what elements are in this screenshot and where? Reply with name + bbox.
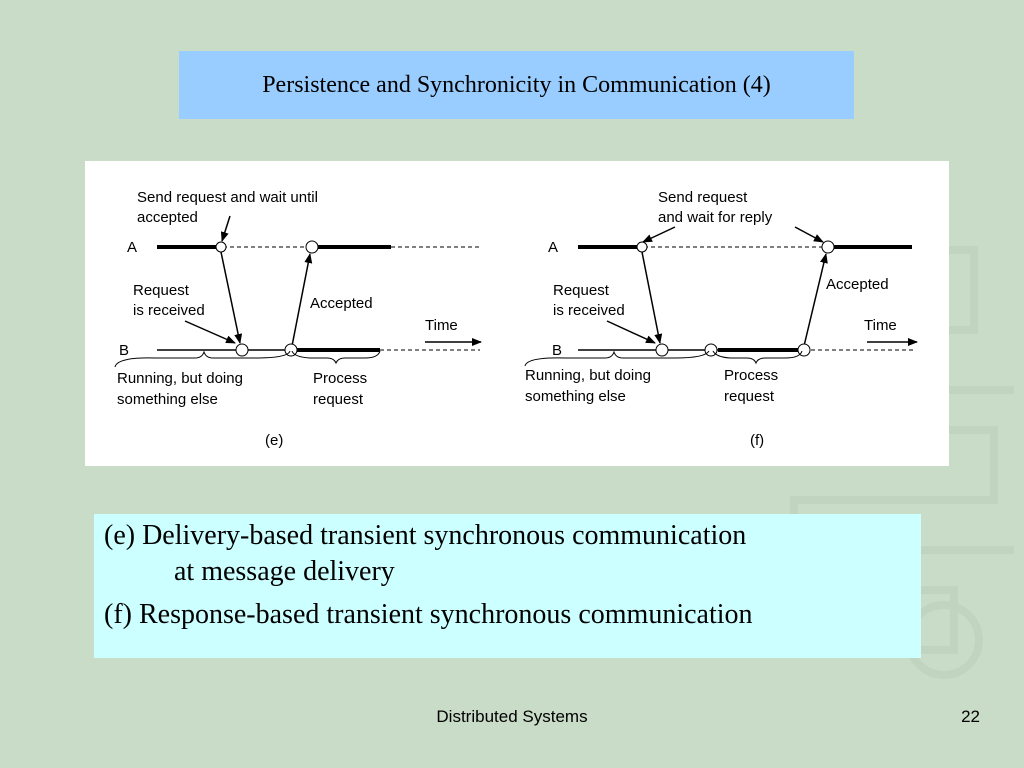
- running-line1: Running, but doing: [525, 367, 651, 384]
- send-note-arrow-right: [794, 226, 824, 243]
- running-brace: [524, 350, 710, 367]
- communication-diagrams: Send request and wait until accepted A R…: [114, 189, 918, 449]
- request-received-line1: Request: [133, 282, 190, 299]
- diagram-e-label: (e): [265, 432, 283, 449]
- diagram-f: Send request and wait for reply A Reques…: [524, 189, 918, 449]
- process-brace: [712, 350, 803, 365]
- process-a-label: A: [548, 239, 558, 256]
- running-line2: something else: [525, 388, 626, 405]
- accepted-label: Accepted: [826, 276, 889, 293]
- send-note-line2: and wait for reply: [658, 209, 773, 226]
- send-note-arrow: [220, 215, 231, 242]
- diagram-e: Send request and wait until accepted A R…: [114, 189, 482, 449]
- accept-point: [305, 240, 319, 254]
- request-received-line2: is received: [553, 302, 625, 319]
- send-note-line1: Send request: [658, 189, 748, 206]
- send-point: [215, 241, 227, 253]
- request-message-arrow: [220, 251, 243, 344]
- send-note-line2: accepted: [137, 209, 198, 226]
- process-line2: request: [724, 388, 775, 405]
- receive-point: [655, 343, 669, 357]
- page-number: 22: [961, 707, 980, 726]
- receive-point: [235, 343, 249, 357]
- process-brace: [291, 350, 381, 365]
- accepted-message-arrow: [291, 253, 313, 347]
- process-a-label: A: [127, 239, 137, 256]
- caption-f-line1: (f) Response-based transient synchronous…: [104, 599, 753, 630]
- send-note-arrow-left: [642, 226, 676, 243]
- reply-point: [821, 240, 835, 254]
- accepted-label: Accepted: [310, 295, 373, 312]
- reply-message-arrow: [803, 253, 828, 347]
- running-brace: [114, 350, 291, 368]
- running-line1: Running, but doing: [117, 370, 243, 387]
- process-line1: Process: [313, 370, 367, 387]
- title-box: Persistence and Synchronicity in Communi…: [179, 51, 854, 119]
- footer-title: Distributed Systems: [436, 707, 588, 726]
- process-line1: Process: [724, 367, 778, 384]
- diagram-panel: Send request and wait until accepted A R…: [85, 161, 949, 466]
- request-message-arrow: [641, 251, 663, 344]
- process-line2: request: [313, 391, 364, 408]
- running-line2: something else: [117, 391, 218, 408]
- send-note-line1: Send request and wait until: [137, 189, 318, 206]
- caption-e-line2: at message delivery: [174, 556, 395, 587]
- request-received-arrow: [184, 320, 236, 344]
- request-received-arrow: [606, 320, 656, 344]
- diagram-f-label: (f): [750, 432, 764, 449]
- request-received-line1: Request: [553, 282, 610, 299]
- process-b-label: B: [552, 342, 562, 359]
- process-b-label: B: [119, 342, 129, 359]
- caption-box: (e) Delivery-based transient synchronous…: [94, 514, 921, 658]
- slide-title: Persistence and Synchronicity in Communi…: [262, 71, 771, 98]
- send-point: [636, 241, 648, 253]
- caption-e-line1: (e) Delivery-based transient synchronous…: [104, 520, 747, 551]
- request-received-line2: is received: [133, 302, 205, 319]
- time-label: Time: [425, 317, 458, 334]
- time-label: Time: [864, 317, 897, 334]
